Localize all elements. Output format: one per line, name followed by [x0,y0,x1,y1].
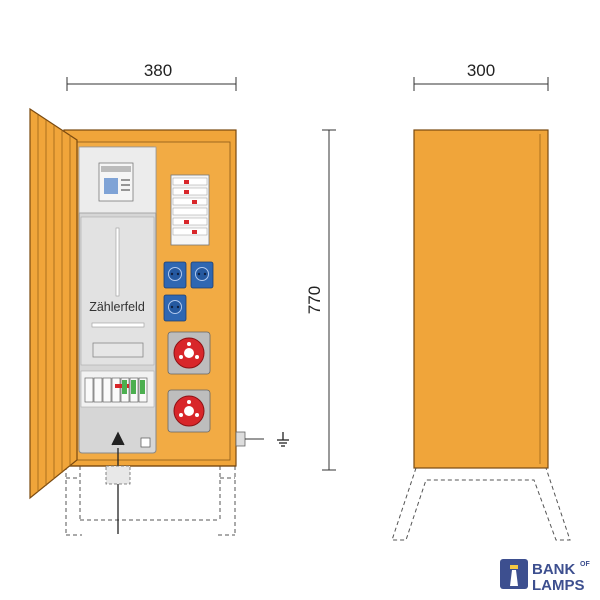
depth-dimension [413,77,549,91]
cable-gland [105,465,131,485]
width-dimension-label: 380 [144,61,172,80]
depth-dimension-label: 300 [467,61,495,80]
logo-of: OF [580,561,590,568]
width-dimension [66,77,237,91]
top-breaker-block [170,174,210,246]
meter-slot [115,227,120,297]
socket-outlet-1 [163,261,187,289]
side-stand [391,467,571,541]
meter-display-window [92,342,144,358]
control-device [98,162,134,202]
socket-outlet-3 [163,294,187,322]
side-cabinet-body [413,129,549,469]
cee-socket-1 [167,331,211,375]
arrow-up-icon [111,431,125,534]
meter-field-label: Zählerfeld [89,300,145,314]
height-dimension-label: 770 [305,286,324,314]
height-dimension [322,129,336,471]
earth-terminal [235,431,264,447]
cee-socket-2 [167,389,211,433]
logo-line-2: LAMPS [532,577,585,594]
bottom-breaker-row [80,370,155,408]
logo-line-1: BANK [532,561,575,578]
socket-outlet-2 [190,261,214,289]
ground-symbol-icon [277,432,289,447]
front-stand [65,466,236,536]
bank-of-lamps-logo: BANK OF LAMPS [500,559,590,594]
door-panel-lines [37,115,71,492]
lighthouse-icon [500,559,528,589]
cabinet-door [29,107,78,500]
